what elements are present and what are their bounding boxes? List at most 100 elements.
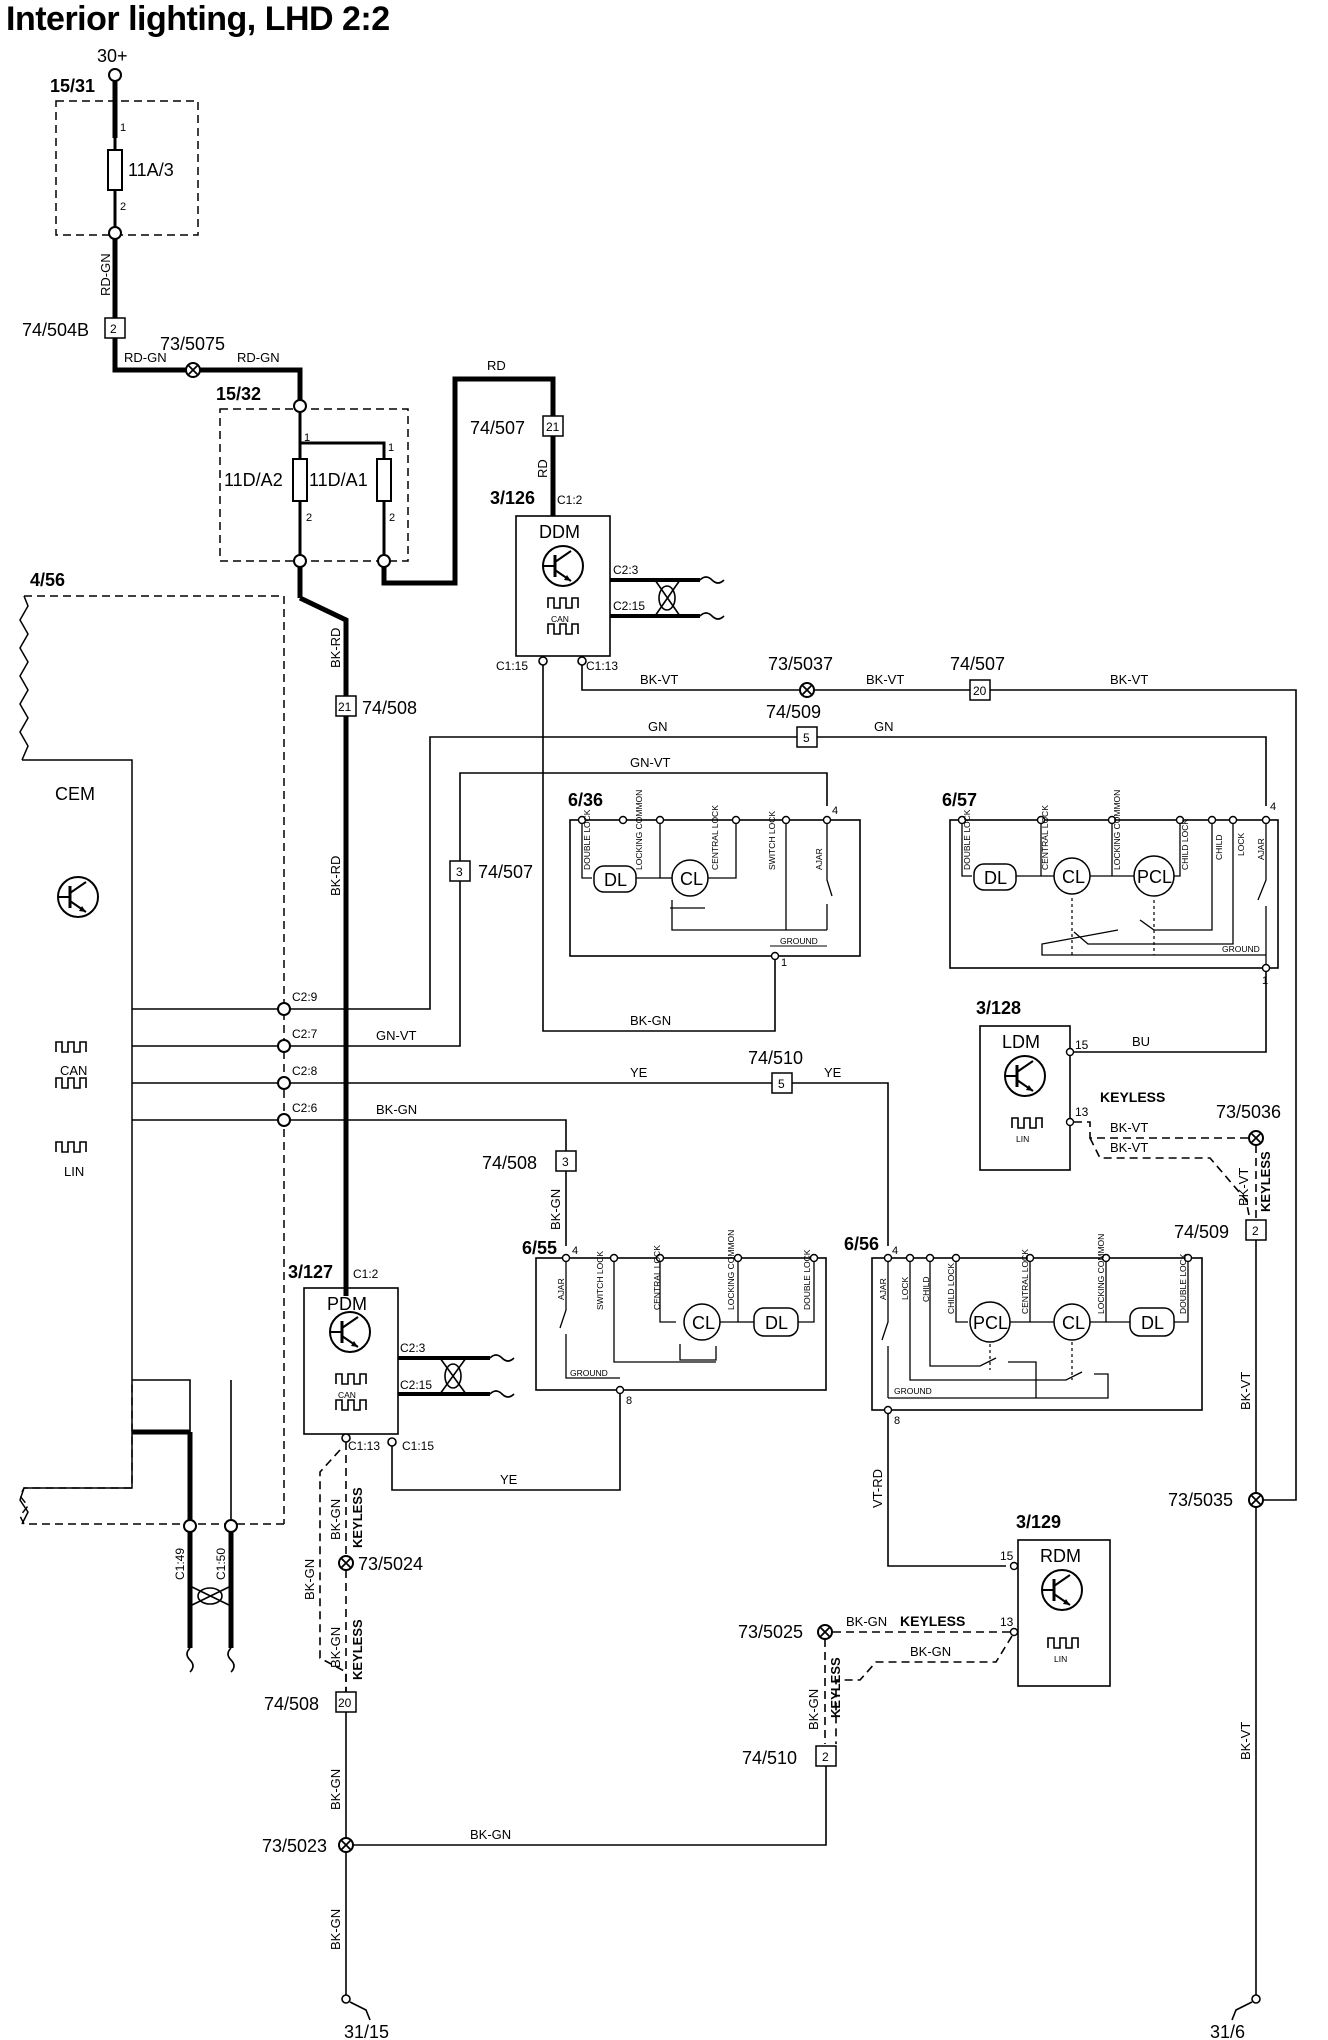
connector-74-507-mid-label: 74/507 [950,654,1005,674]
ddm-pin-c2-3: C2:3 [613,563,639,577]
lock-6-55-ground: GROUND [570,1368,608,1378]
wire-label-gn-left: GN [648,719,668,734]
lock-6-57-double-lock: DOUBLE LOCK [962,809,972,870]
wire-bk-gn-ddm [542,665,776,1032]
connector-74-508-bot-label: 74/508 [264,1694,319,1714]
pdm-pin-c2-3: C2:3 [400,1341,426,1355]
ldm-id: 3/128 [976,998,1021,1018]
fuse-15-31-pin-out: 2 [120,201,126,213]
ldm-pin15: 15 [1075,1038,1089,1052]
connector-74-508-top-pin: 21 [338,700,352,714]
connector-74-508-bot-pin: 20 [338,1696,352,1710]
cem-id: 4/56 [30,570,65,590]
fuse-15-31-pin-in: 1 [120,122,126,134]
wire-label-bk-gn-pdm-3: BK-GN [328,1627,343,1668]
ddm-pin-c2-15: C2:15 [613,599,645,613]
fuse-box-15-32-label: 15/32 [216,384,261,404]
lock-6-56-pin4: 4 [892,1245,898,1257]
wire-label-ye-pdm: YE [500,1472,518,1487]
fuse-15-32-pin-in-a1: 1 [388,442,394,454]
wire-label-bk-gn-pdm-4: BK-GN [328,1769,343,1810]
wire-label-bk-vt-ldm-1: BK-VT [1110,1120,1148,1135]
fuse-11A-3-label: 11A/3 [128,160,174,180]
fuse-15-32-pin-in-a2: 1 [304,432,310,444]
lock-6-55-pin4: 4 [572,1245,578,1257]
wire-label-bk-gn-55: BK-GN [548,1189,563,1230]
fuse-11D-A1-label: 11D/A1 [309,470,368,490]
cem-can-label: CAN [60,1063,87,1078]
wire-label-gn-vt-top: GN-VT [630,755,671,770]
bk-rd-trunk: BK-RD 21 74/508 BK-RD [297,567,417,1296]
wire-label-bk-vt-vertical-1: BK-VT [1236,1168,1251,1206]
connector-74-507-left-label: 74/507 [478,862,533,882]
connector-74-510-bot-label: 74/510 [742,1748,797,1768]
pdm-can-label: CAN [338,1390,356,1400]
pdm-id: 3/127 [288,1262,333,1282]
lock-6-36-double-lock: DOUBLE LOCK [582,809,592,870]
rdm-name: RDM [1040,1546,1081,1566]
ddm-module: 3/126 C1:2 DDM CAN C2:3 C2:15 C1:15 C1:1… [490,488,1297,1501]
lock-6-36-cl: CL [680,869,703,889]
wire-vt-rd [887,1414,1006,1567]
connector-74-504B-label: 74/504B [22,320,89,340]
lock-6-36-switch-lock: SWITCH LOCK [767,811,777,870]
lock-6-36-id: 6/36 [568,790,603,810]
connector-74-509-top-label: 74/509 [766,702,821,722]
wire-label-rd-gn-right: RD-GN [237,350,280,365]
splice-73-5024 [338,1555,354,1571]
connector-74-508-mid-label: 74/508 [482,1153,537,1173]
wire-label-gn-right: GN [874,719,894,734]
lock-6-57-cl: CL [1062,867,1085,887]
lock-6-56-double-lock: DOUBLE LOCK [1178,1253,1188,1314]
wire-bk-vt-long [990,689,1297,1501]
wire-ye-pdm [391,1394,621,1491]
ldm-pin13: 13 [1075,1105,1089,1119]
wire-label-bk-vt-3: BK-VT [1110,672,1148,687]
lock-6-56-id: 6/56 [844,1234,879,1254]
ddm-name: DDM [539,522,580,542]
lock-6-55-pin8: 8 [626,1395,632,1407]
connector-74-507-top-pin: 21 [546,420,560,434]
pdm-pin-c2-15: C2:15 [400,1378,432,1392]
lock-6-57-locking-common: LOCKING COMMON [1112,790,1122,870]
lock-6-36: 6/36 4 DOUBLE LOCK LOCKING COMMON CENTRA… [568,790,861,969]
gn-wire: 5 74/509 GN GN [648,702,1267,806]
wire-label-bk-vt-1: BK-VT [640,672,678,687]
lock-6-55-dl: DL [765,1313,788,1333]
fuse-11D-A2-label: 11D/A2 [224,470,283,490]
lock-6-55-double-lock: DOUBLE LOCK [802,1249,812,1310]
splice-73-5075 [185,362,201,378]
splice-73-5023-label: 73/5023 [262,1836,327,1856]
connector-74-510-top-label: 74/510 [748,1048,803,1068]
lock-6-55-cl: CL [692,1313,715,1333]
connector-74-507-mid-pin: 20 [973,684,987,698]
ldm-keyless-vertical: KEYLESS [1258,1151,1273,1212]
fuse-15-32-pin-out-a1: 2 [389,512,395,524]
ddm-pin-c1-2: C1:2 [557,493,583,507]
lock-6-57-pin1: 1 [1262,975,1268,987]
wire-gn-vt [290,772,828,1047]
ground-31-15: 31/15 [344,2022,389,2040]
connector-74-504B-pin: 2 [110,322,117,336]
lock-6-57-dl: DL [984,868,1007,888]
cem-pin-c2-9: C2:9 [292,990,318,1004]
wire-label-rd-vertical: RD [535,459,550,478]
wire-label-bk-vt-vertical-3: BK-VT [1238,1722,1253,1760]
wire-label-bk-gn-rdm-1: BK-GN [846,1614,887,1629]
cem-name: CEM [55,784,95,804]
lock-6-57-id: 6/57 [942,790,977,810]
lock-6-57-pin4: 4 [1270,801,1276,813]
splice-73-5023 [338,1837,354,1853]
rdm-lin-label: LIN [1054,1654,1067,1664]
cem-can-pulse2-icon [55,1077,87,1089]
splice-73-5037-label: 73/5037 [768,654,833,674]
fuse-11D-A2 [292,458,308,502]
lock-6-55: 6/55 4 AJAR SWITCH LOCK CENTRAL LOCK LOC… [391,1230,827,1491]
wire-label-bk-gn-pdm-5: BK-GN [328,1909,343,1950]
connector-74-510-bot [815,1745,837,1767]
wire-label-bk-gn-pdm-2: BK-GN [302,1559,317,1600]
wire-gn-left [290,736,797,1010]
fuse-box-15-31 [55,100,199,236]
supply-section: 30+ 15/31 1 11A/3 2 RD-GN 2 74/504B RD-G… [22,46,564,586]
lock-6-56-pin8: 8 [894,1415,900,1427]
